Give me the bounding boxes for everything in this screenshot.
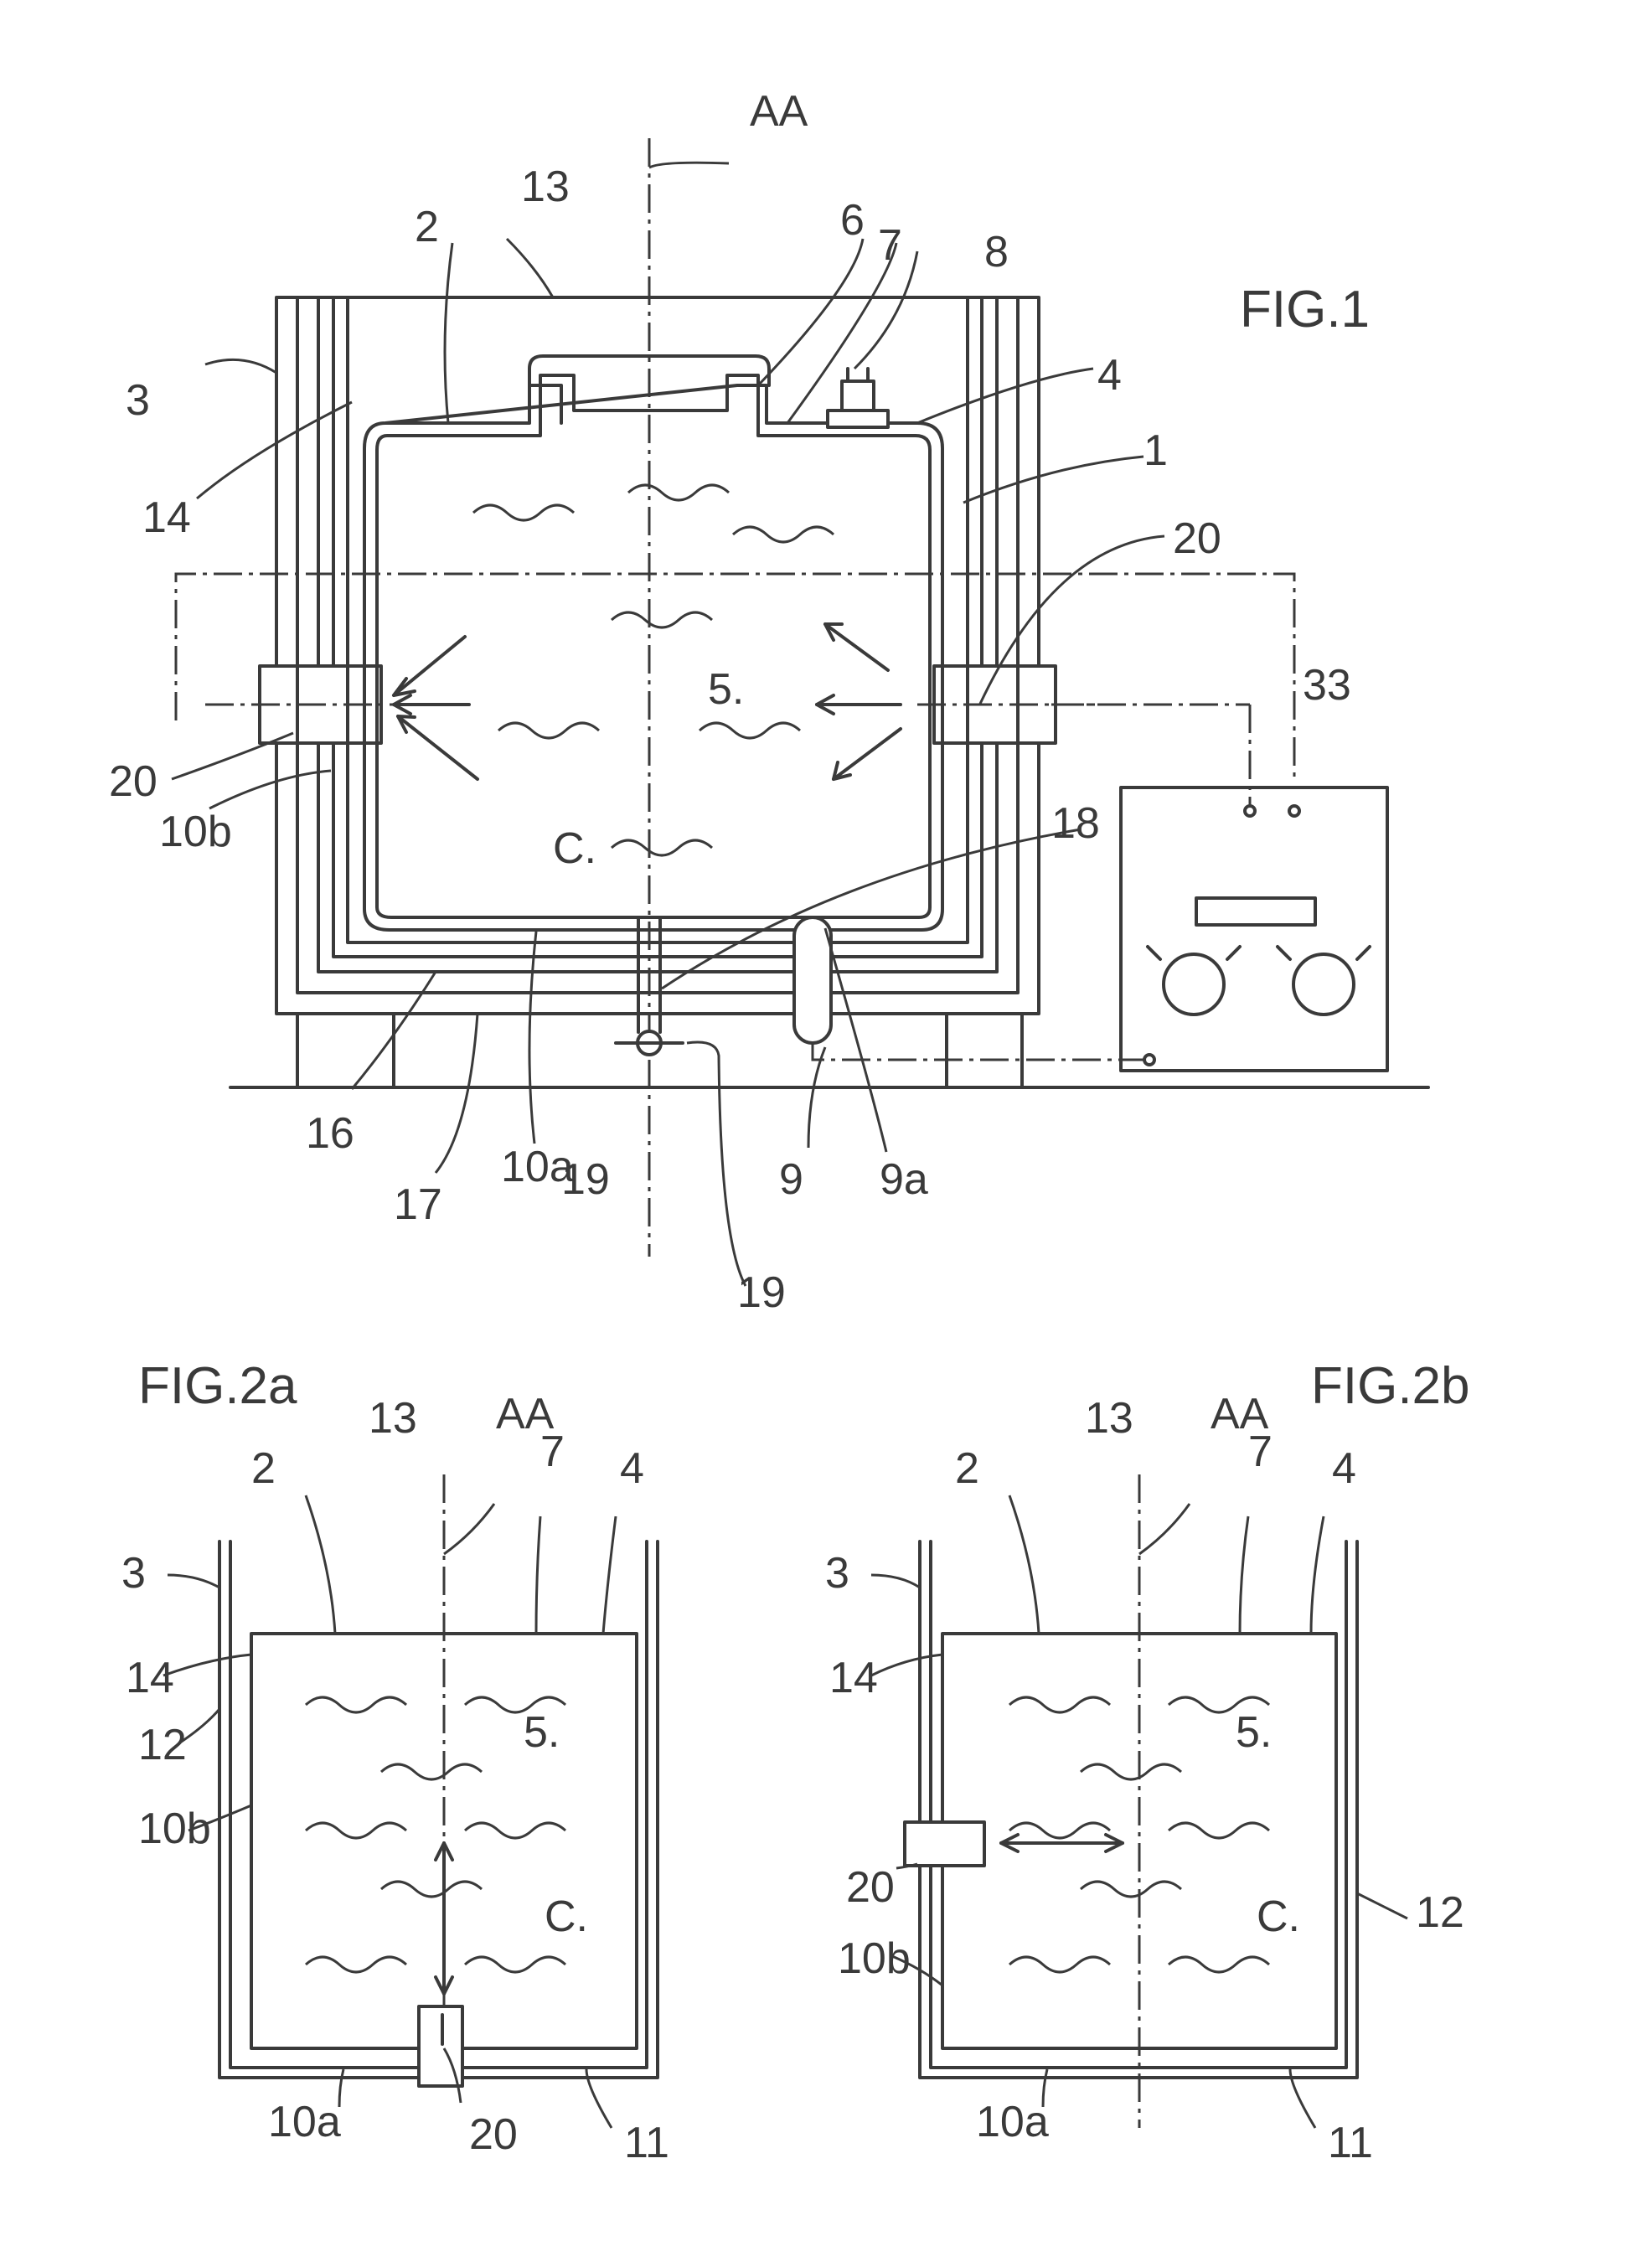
fig2a-double-arrow [436, 1843, 452, 1994]
figure-1: FIG.1 AA 13 2 6 7 8 4 3 1 14 20 33 5. 20… [109, 87, 1428, 1317]
label-9: 9 [779, 1155, 803, 1204]
fig2b-label-11: 11 [1328, 2119, 1373, 2167]
label-33: 33 [1303, 661, 1351, 710]
flange-left [205, 666, 398, 743]
label-axis: AA [750, 87, 808, 136]
liquid-waves [473, 485, 834, 855]
fig2a-label-10a: 10a [268, 2098, 341, 2146]
label-19-inner: 19 [561, 1155, 610, 1204]
fig2a-label-3: 3 [121, 1549, 146, 1598]
label-4: 4 [1097, 351, 1122, 400]
fig2b-labels: FIG.2b 13 AA 2 7 4 3 14 5. 20 C. 12 10b … [825, 1357, 1470, 2167]
label-10b: 10b [159, 808, 232, 856]
label-3: 3 [126, 376, 150, 425]
fig2b-title: FIG.2b [1311, 1357, 1470, 1415]
label-c: C. [553, 824, 596, 873]
fig2b-label-20: 20 [846, 1863, 895, 1912]
fig2b-label-c: C. [1257, 1892, 1300, 1941]
fig2a-label-10b: 10b [138, 1805, 211, 1853]
fig2a-outer-wall-inner [230, 1541, 647, 2068]
flow-arrows [394, 624, 901, 779]
fig2b-label-12: 12 [1416, 1888, 1464, 1937]
label-9a: 9a [880, 1155, 928, 1204]
fig2a-labels: FIG.2a 13 AA 2 7 4 3 14 12 5. 10b C. 10a… [121, 1357, 669, 2167]
label-13: 13 [521, 163, 570, 211]
label-7: 7 [878, 221, 902, 270]
fig2a-label-c: C. [545, 1892, 588, 1941]
fig2a-label-20: 20 [469, 2110, 518, 2159]
figure-2a: FIG.2a 13 AA 2 7 4 3 14 12 5. 10b C. 10a… [121, 1357, 669, 2167]
fig2b-label-13: 13 [1085, 1394, 1133, 1443]
label-8: 8 [984, 228, 1009, 276]
valve-8 [828, 369, 888, 427]
fig2b-label-7: 7 [1248, 1428, 1273, 1476]
label-6: 6 [840, 196, 865, 245]
control-cabinet [1051, 705, 1387, 1071]
fig2a-label-13: 13 [369, 1394, 417, 1443]
outer-casing [276, 297, 1039, 1014]
fig2b-label-5: 5. [1236, 1708, 1272, 1757]
label-20-left: 20 [109, 757, 157, 806]
fig2b-label-3: 3 [825, 1549, 849, 1598]
fig2a-label-12: 12 [138, 1721, 187, 1769]
fig2b-label-14: 14 [829, 1654, 878, 1702]
vessel-body [364, 385, 942, 930]
fig2b-label-4: 4 [1332, 1444, 1356, 1493]
fig2a-label-11: 11 [624, 2119, 669, 2167]
fig2b-device-20 [905, 1822, 984, 1866]
label-5: 5. [708, 665, 744, 714]
fig2b-label-10a: 10a [976, 2098, 1049, 2146]
label-19: 19 [737, 1268, 786, 1317]
fig2a-label-2: 2 [251, 1444, 276, 1493]
label-17: 17 [394, 1180, 442, 1229]
label-2: 2 [415, 203, 439, 251]
label-14: 14 [142, 493, 191, 542]
fig1-title: FIG.1 [1240, 281, 1370, 338]
vessel-inner-wall [377, 375, 930, 917]
label-1: 1 [1143, 426, 1168, 475]
fig2a-label-4: 4 [620, 1444, 644, 1493]
fig2b-label-10b: 10b [838, 1934, 911, 1983]
figure-2b: FIG.2b 13 AA 2 7 4 3 14 5. 20 C. 12 10b … [825, 1357, 1470, 2167]
fig2a-label-5: 5. [524, 1708, 560, 1757]
label-18: 18 [1051, 799, 1100, 848]
label-20-right: 20 [1173, 514, 1221, 563]
fig2a-label-7: 7 [540, 1428, 565, 1476]
fig2a-label-14: 14 [126, 1654, 174, 1702]
fig2a-title: FIG.2a [138, 1357, 297, 1415]
fig2b-label-2: 2 [955, 1444, 979, 1493]
flange-right [917, 666, 1114, 743]
casing-wall-layers [297, 297, 1018, 993]
fig2a-outer-wall [219, 1541, 658, 2078]
label-16: 16 [306, 1109, 354, 1158]
